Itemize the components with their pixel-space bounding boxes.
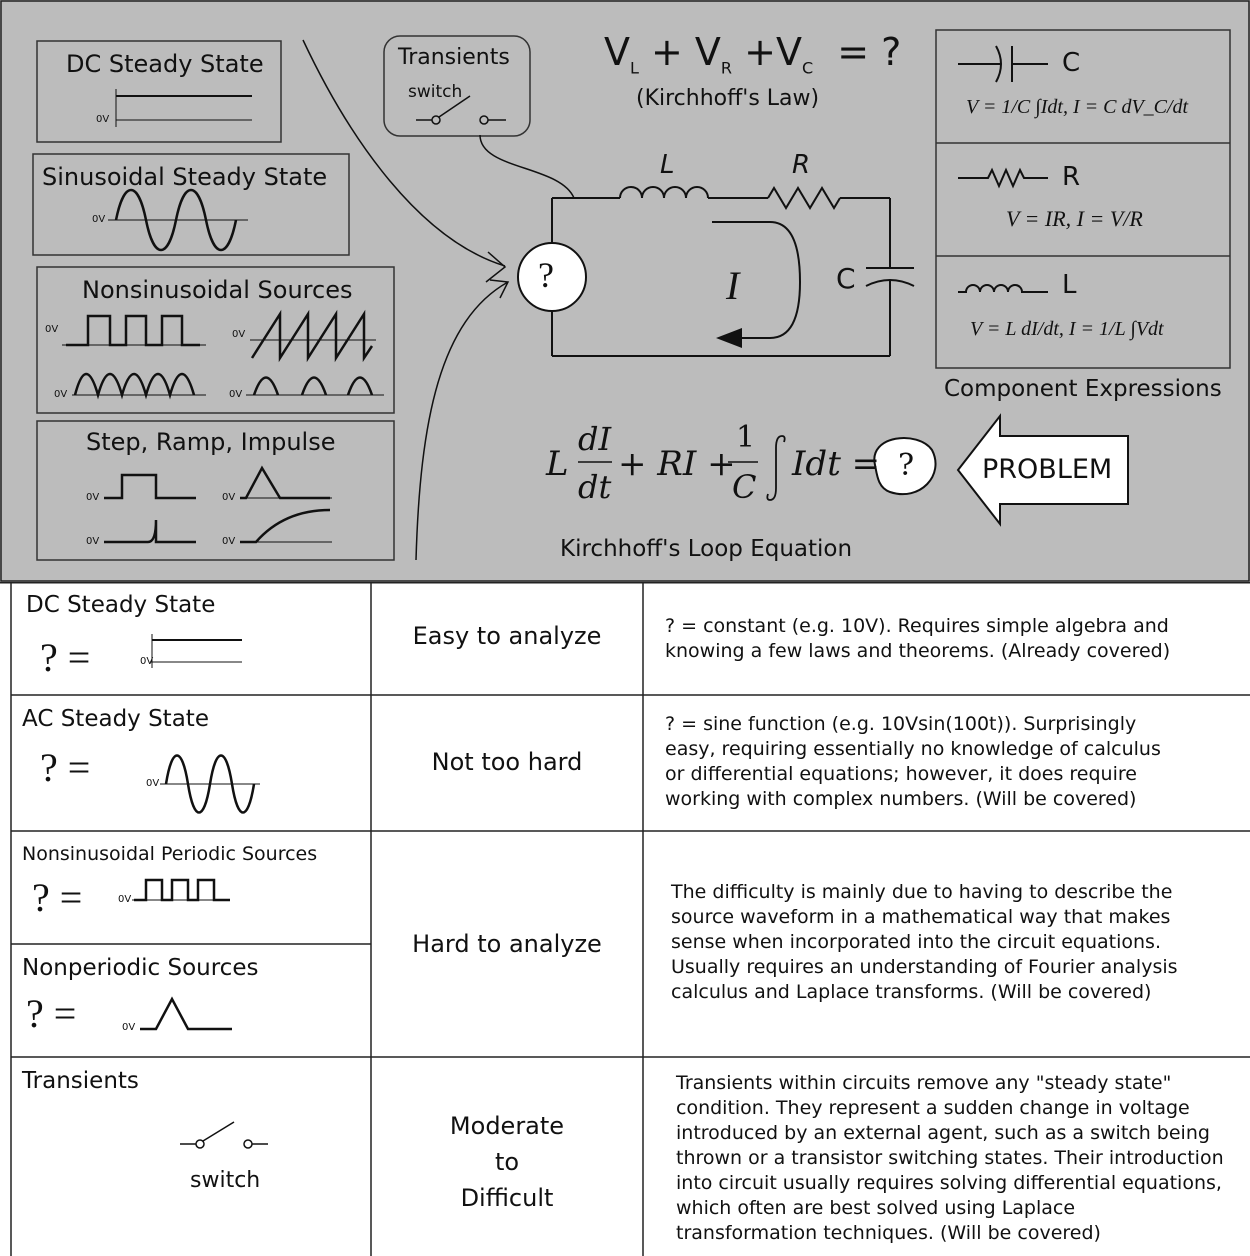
components-box [935,29,1231,369]
res-label: R [1062,162,1081,192]
square-zero-label: 0V [45,324,59,335]
row3-title: Nonsinusoidal Periodic Sources [22,843,318,865]
current-label: I [726,263,740,308]
ind-expression: V = L dI/dt, I = 1/L ∫Vdt [970,318,1164,340]
step-zero-label: 0V [86,492,100,503]
overview-diagram: DC Steady State 0V Sinusoidal Steady Sta… [0,0,1250,582]
row4-switch-label: switch [190,1168,261,1193]
resistor-symbol [958,167,1048,189]
nonsin-waveforms [62,309,384,400]
ind-label: L [1062,270,1077,300]
row4-description: Transients within circuits remove any "s… [676,1072,1224,1244]
row1-equation: ? = [40,635,91,680]
sine-waveform [108,188,248,252]
arrow-from-left-top [302,39,506,267]
row1-title: DC Steady State [26,592,216,618]
row2-zero-label: 0V [146,778,160,789]
inductor-label: L [660,150,675,180]
row3-description: The difficulty is mainly due to having t… [671,881,1178,1003]
pulse-zero-label: 0V [229,389,243,400]
table-grid [0,582,1250,1256]
sine-zero-label: 0V [92,214,106,225]
row1-description: ? = constant (e.g. 10V). Requires simple… [665,615,1171,662]
step-box [36,420,395,561]
ramp-zero-label: 0V [222,536,236,547]
rectified-zero-label: 0V [54,389,68,400]
cap-expression: V = 1/C ∫Idt, I = C dV_C/dt [966,96,1189,118]
loop-eq-dt: dt [578,468,612,506]
res-expression: V = IR, I = V/R [1006,206,1143,231]
triangle-zero-label: 0V [222,492,236,503]
arrow-from-left-bottom [415,281,509,561]
impulse-zero-label: 0V [86,536,100,547]
transients-title: Transients [398,45,510,70]
cap-label: C [1062,48,1081,78]
row3b-title: Nonperiodic Sources [22,955,259,981]
loop-eq-idt: Idt = [792,444,881,484]
loop-equation [578,435,786,501]
row3-difficulty: Hard to analyze [412,930,602,958]
problem-arrow [956,413,1129,527]
unknown-blob [873,437,937,495]
kvl-equation: VL + VR +VC = ? [604,30,902,78]
loop-eq-L: L [546,444,569,484]
source-circle [517,242,587,312]
row1-difficulty: Easy to analyze [412,622,602,650]
dc-waveform [115,89,252,127]
row3b-zero-label: 0V [122,1022,136,1033]
switch-symbol [416,95,506,125]
overview-diagram-graphics [0,0,1250,582]
resistor-label: R [792,150,811,180]
transients-box [383,35,531,137]
step-box-title: Step, Ramp, Impulse [86,428,336,456]
loop-eq-ri: + RI + [618,444,736,484]
row2-difficulty: Not too hard [431,748,583,776]
source-unknown: ? [538,255,554,295]
transients-switch-label: switch [408,82,463,102]
row2-sine [164,754,256,814]
sine-box-title: Sinusoidal Steady State [42,163,328,191]
loop-eq-one: 1 [736,420,756,455]
inductor-symbol [958,284,1048,293]
row2-equation: ? = [40,745,91,790]
capacitor-label: C [836,262,856,295]
row4-triangle [140,996,232,1031]
row5-switch [202,1121,235,1142]
sine-box [32,153,350,256]
dc-box [36,40,282,143]
row3-square [134,878,230,902]
nonsin-box [36,266,395,414]
capacitor-symbol [958,45,1048,83]
dc-zero-label: 0V [96,114,110,125]
dc-box-title: DC Steady State [66,50,264,78]
row4-title: Transients [22,1068,139,1094]
row2-description: ? = sine function (e.g. 10Vsin(100t)). S… [665,713,1161,810]
nonsin-box-title: Nonsinusoidal Sources [82,276,353,304]
loop-equation-caption: Kirchhoff's Loop Equation [560,536,853,562]
saw-zero-label: 0V [232,329,246,340]
row3-equation: ? = [32,875,83,920]
loop-eq-unknown: ? [898,448,915,483]
current-arrowhead [716,328,742,348]
component-expressions-caption: Component Expressions [944,376,1222,402]
kvl-caption: (Kirchhoff's Law) [636,86,820,111]
loop-eq-C: C [732,468,757,506]
loop-eq-dI: dI [578,420,612,458]
row3b-equation: ? = [26,991,77,1036]
step-waveforms [104,465,332,544]
analysis-table: DC Steady State ? = 0V Easy to analyze ?… [0,582,1250,1256]
row3-zero-label: 0V [118,894,132,905]
row2-title: AC Steady State [22,706,209,732]
kvl-equals: = ? [837,30,902,74]
problem-label: PROBLEM [982,454,1113,485]
row1-zero-label: 0V [140,656,154,667]
